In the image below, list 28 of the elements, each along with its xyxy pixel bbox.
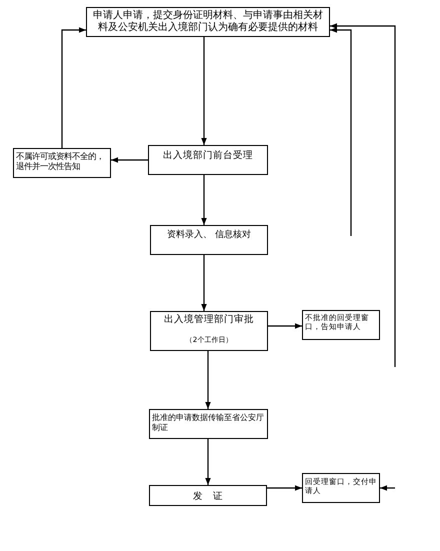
box-text: 出入境管理部门审批 bbox=[163, 314, 255, 326]
box-text: 发 证 bbox=[192, 491, 224, 503]
process-box bbox=[150, 225, 268, 255]
process-box bbox=[86, 7, 330, 37]
box-text: 申请人申请，提交身份证明材料、与申请事由相关材料及公安机关出入境部门认为确有必要提供的材料 bbox=[92, 10, 324, 34]
box-text: 不属许可或资料不全的，退件并一次性告知 bbox=[16, 151, 105, 172]
box-text: 出入境部门前台受理 bbox=[162, 150, 254, 162]
arrow bbox=[205, 351, 211, 409]
arrow bbox=[201, 255, 207, 311]
box-text: 批准的申请数据传输至省公安厅制证 bbox=[152, 412, 265, 432]
process-box bbox=[149, 485, 267, 506]
note-box bbox=[13, 148, 111, 178]
note-box bbox=[302, 473, 380, 503]
arrow bbox=[267, 485, 302, 491]
process-box bbox=[148, 145, 268, 175]
arrow bbox=[201, 175, 207, 225]
box-text: 资料录入、 信息核对 bbox=[166, 230, 252, 242]
arrow bbox=[205, 439, 211, 485]
process-box bbox=[149, 409, 268, 439]
process-box bbox=[150, 311, 268, 351]
note-box bbox=[302, 310, 380, 340]
arrow bbox=[111, 157, 148, 163]
arrow bbox=[380, 485, 395, 491]
arrow bbox=[61, 27, 86, 148]
arrow bbox=[201, 37, 207, 145]
arrow bbox=[330, 23, 396, 367]
arrow bbox=[330, 27, 352, 236]
arrow bbox=[268, 323, 302, 329]
